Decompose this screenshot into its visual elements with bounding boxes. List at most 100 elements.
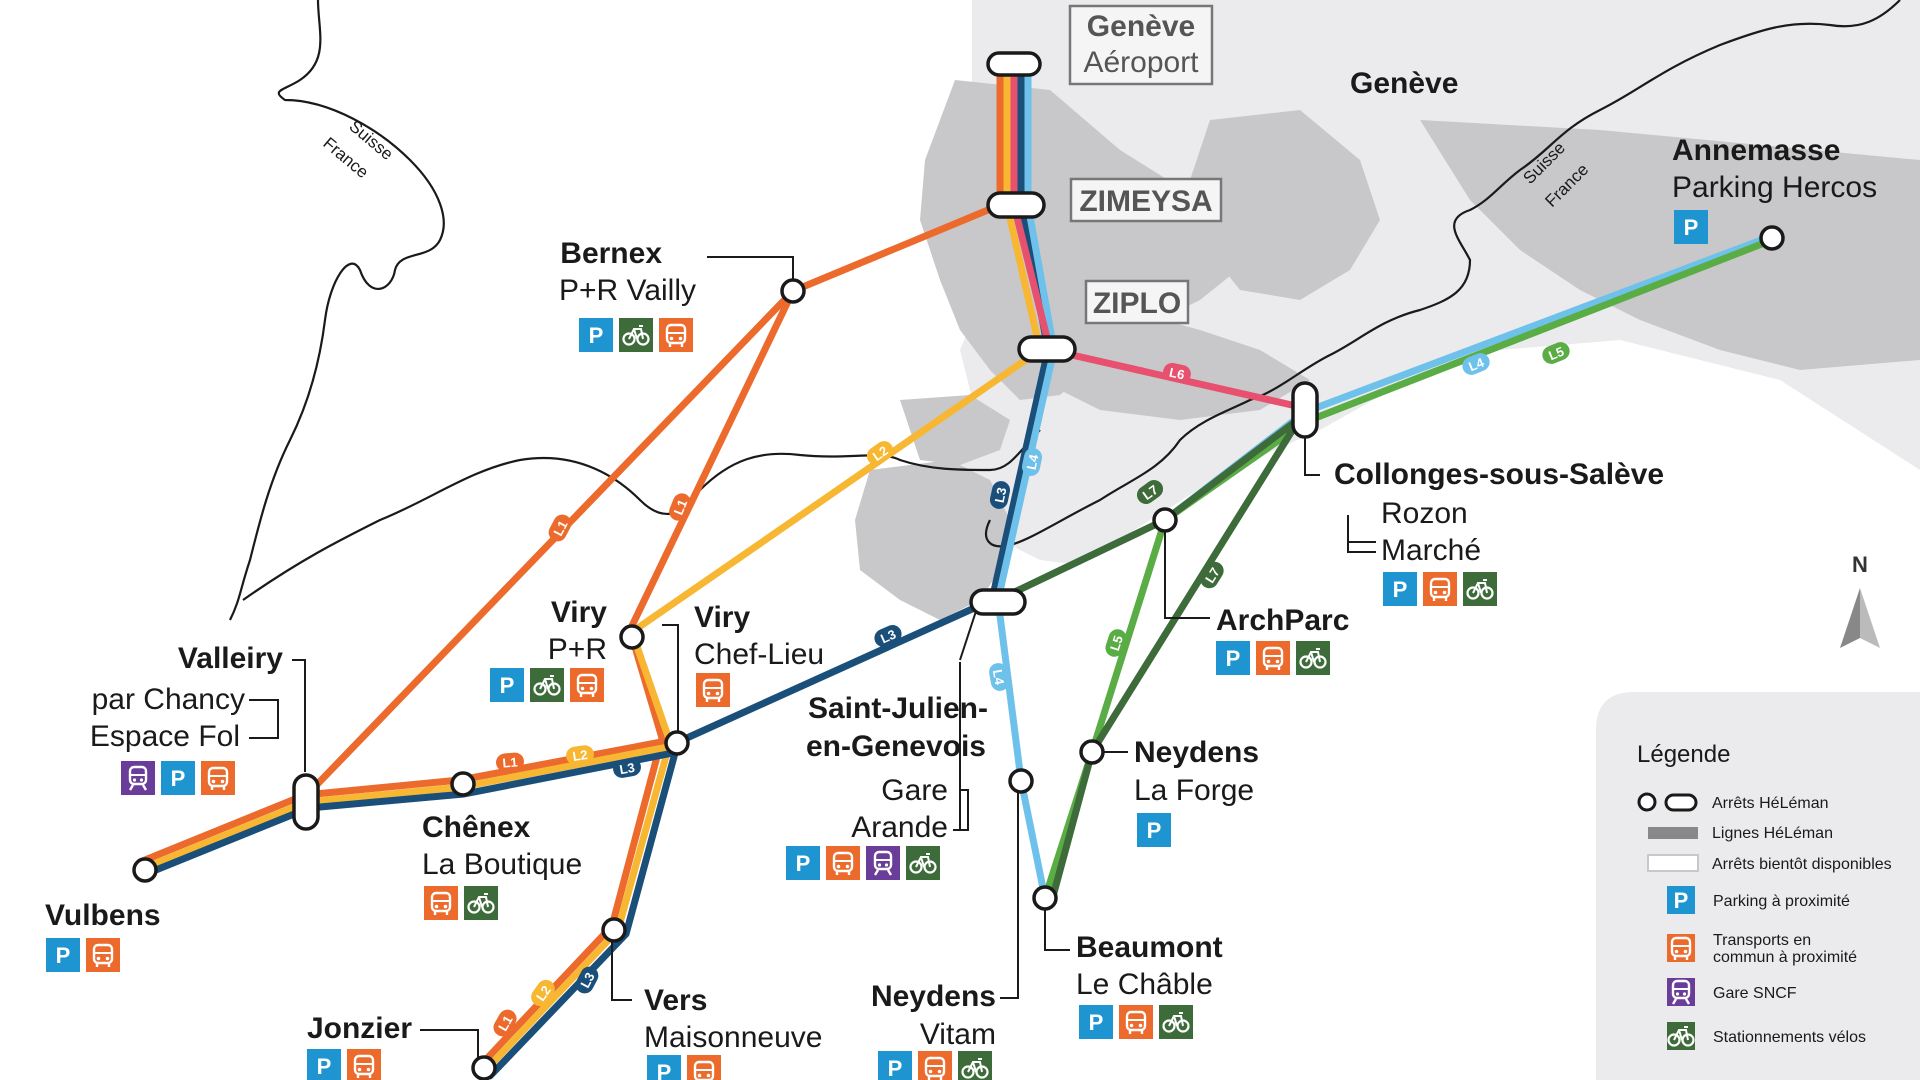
station-name-saint-julien-2: en-Genevois	[806, 730, 986, 763]
station-sub-bernex: P+R Vailly	[559, 274, 696, 307]
stop-jonzier[interactable]	[471, 1055, 497, 1080]
stop-chenex[interactable]	[450, 771, 476, 797]
legend-parking: Parking à proximité	[1713, 893, 1850, 910]
parking-icon: P	[307, 1049, 341, 1080]
legend-transport-1: Transports en	[1713, 932, 1811, 949]
svg-text:P: P	[1684, 215, 1699, 240]
bus-icon	[1667, 934, 1695, 962]
stop-zimeysa[interactable]	[986, 191, 1046, 219]
urban-area	[1190, 110, 1380, 300]
station-sub-vers: Maisonneuve	[644, 1021, 822, 1054]
stop-ziplo[interactable]	[1017, 335, 1077, 363]
urban-area	[855, 460, 1010, 620]
parking-icon: P	[1216, 641, 1250, 675]
station-sub-viry-chef-lieu: Chef-Lieu	[694, 638, 824, 671]
bus-icon	[826, 846, 860, 880]
line-tag-L4: L4	[1466, 354, 1486, 374]
stop-geneve-aeroport[interactable]	[986, 51, 1042, 77]
service-icons-beaumont: P	[1079, 1005, 1193, 1039]
stop-annemasse[interactable]	[1759, 225, 1785, 251]
stop-vers[interactable]	[601, 917, 627, 943]
stop-archparc[interactable]	[1152, 507, 1178, 533]
bike-icon	[464, 886, 498, 920]
line-tag-L1: L1	[502, 754, 518, 770]
stop-bernex[interactable]	[780, 278, 806, 304]
service-icons-vers: P	[647, 1055, 721, 1080]
service-icons-collonges: P	[1383, 572, 1497, 606]
station-name-bernex: Bernex	[560, 237, 662, 270]
bus-icon	[696, 673, 730, 707]
stop-vulbens[interactable]	[132, 857, 158, 883]
service-icons-archparc: P	[1216, 641, 1330, 675]
svg-text:P: P	[1147, 818, 1162, 843]
train-icon	[1667, 978, 1695, 1006]
station-name-beaumont: Beaumont	[1076, 931, 1223, 964]
line-tag-L3: L3	[878, 627, 898, 647]
bus-icon	[1256, 641, 1290, 675]
legend-bikes: Stationnements vélos	[1713, 1029, 1866, 1046]
station-name-annemasse: Annemasse	[1672, 134, 1840, 167]
compass: N	[1840, 552, 1880, 648]
train-icon	[866, 846, 900, 880]
station-name-valleiry: Valleiry	[178, 642, 283, 675]
stop-neydens-la-forge[interactable]	[1079, 739, 1105, 765]
bike-icon	[1159, 1005, 1193, 1039]
station-name-jonzier: Jonzier	[307, 1012, 412, 1045]
service-icons-neydens-vitam: P	[878, 1051, 992, 1080]
legend-transport-2: commun à proximité	[1713, 949, 1857, 966]
bike-icon	[1667, 1022, 1695, 1050]
line-tag-L4: L4	[990, 668, 1008, 686]
compass-north-label: N	[1852, 552, 1868, 577]
stop-beaumont[interactable]	[1032, 885, 1058, 911]
line-tag-L1: L1	[671, 497, 691, 517]
svg-text:P: P	[317, 1054, 332, 1079]
svg-text:P: P	[657, 1060, 672, 1080]
station-sub-valleiry-espace-fol: Espace Fol	[90, 720, 240, 753]
stop-saint-julien[interactable]	[969, 588, 1027, 616]
station-sub-valleiry-chancy: par Chancy	[92, 683, 245, 716]
train-icon	[121, 761, 155, 795]
line-tag-L2: L2	[572, 747, 589, 764]
future-stop-boxes: Genève Aéroport ZIMEYSA ZIPLO	[1068, 4, 1223, 325]
parking-icon: P	[579, 318, 613, 352]
parking-icon: P	[878, 1051, 912, 1080]
service-icons: P P P P P P P P P P P P P	[46, 210, 1708, 1080]
station-sub-viry-pr: P+R	[548, 633, 607, 666]
svg-text:P: P	[56, 943, 71, 968]
line-tags: L1 L1 L1 L1 L2 L2 L2 L3 L3 L3 L3 L4 L4 L…	[493, 342, 1570, 1037]
station-name-collonges: Collonges-sous-Salève	[1334, 458, 1664, 491]
stops	[132, 51, 1785, 1080]
legend: Légende Arrêts HéLéman Lignes HéLéman Ar…	[1596, 692, 1920, 1080]
stop-neydens-vitam[interactable]	[1008, 768, 1034, 794]
legend-stop-pill-icon	[1664, 793, 1698, 812]
urban-area	[1420, 120, 1920, 370]
legend-lines: Lignes HéLéman	[1712, 825, 1833, 842]
parking-icon: P	[786, 846, 820, 880]
bike-icon	[1296, 641, 1330, 675]
service-icons-saint-julien: P	[786, 846, 940, 880]
legend-sncf: Gare SNCF	[1713, 985, 1797, 1002]
legend-stop-circle-icon	[1637, 792, 1657, 812]
legend-line-swatch	[1648, 827, 1698, 839]
station-name-saint-julien-1: Saint-Julien-	[808, 692, 988, 725]
bus-icon	[1119, 1005, 1153, 1039]
bike-icon	[1463, 572, 1497, 606]
stop-viry-chef-lieu[interactable]	[664, 730, 690, 756]
bus-icon	[424, 886, 458, 920]
stop-collonges-sous-saleve[interactable]	[1291, 381, 1319, 439]
station-sub-chenex: La Boutique	[422, 848, 582, 881]
line-tag-L6: L6	[1168, 365, 1186, 383]
service-icons-viry-chef-lieu	[696, 673, 730, 707]
line-tag-L3: L3	[577, 970, 597, 990]
bike-icon	[958, 1051, 992, 1080]
parking-icon: P	[1137, 813, 1171, 847]
stop-viry-pr[interactable]	[619, 624, 645, 650]
service-icons-valleiry: P	[121, 761, 235, 795]
svg-text:P: P	[1674, 888, 1689, 913]
svg-text:P: P	[796, 851, 811, 876]
stop-valleiry[interactable]	[292, 773, 320, 831]
svg-text:P: P	[1226, 646, 1241, 671]
parking-icon: P	[161, 761, 195, 795]
parking-icon: P	[647, 1055, 681, 1080]
